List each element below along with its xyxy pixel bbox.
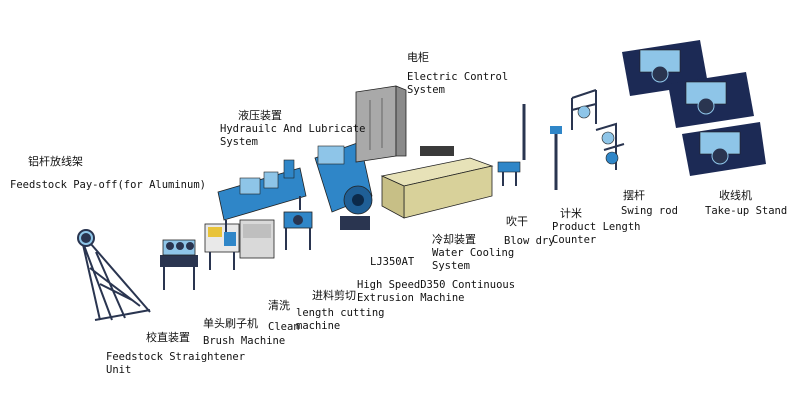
hydraulic-system [217, 159, 307, 232]
label-blow: 吹干 Blow dry [504, 214, 555, 248]
brush-label-zh: 单头刷子机 [203, 317, 258, 330]
extrusion-label-en: High SpeedD350 Continuous Extrusion Mach… [357, 279, 516, 304]
label-extrusion: LJ350AT High SpeedD350 Continuous Extrus… [357, 256, 515, 305]
straightener-label-en: Feedstock Straightener Unit [106, 351, 246, 376]
clean-label-zh: 清洗 [268, 299, 290, 312]
cooling-label-en: Water Cooling System [432, 247, 515, 272]
control-label-en: Electric Control System [407, 71, 509, 96]
blow-label-en: Blow dry [504, 235, 555, 247]
payoff-label-zh: 铝杆放线架 [28, 155, 83, 168]
counter-label-en: Product Length Counter [552, 221, 641, 246]
hydraulic-label-zh: 液压装置 [238, 109, 282, 122]
clean-label-en: Clean [268, 321, 300, 333]
payoff-stand [77, 229, 151, 321]
swing-label-zh: 摆杆 [623, 189, 645, 202]
counter-label-zh: 计米 [560, 207, 582, 220]
payoff-label-en: Feedstock Pay-off(for Aluminum) [10, 179, 206, 191]
blow-dry-unit [497, 104, 526, 186]
label-clean: 清洗 Clean [268, 298, 300, 334]
label-straightener: 校直装置 Feedstock Straightener Unit [106, 330, 245, 377]
takeup-stands [622, 40, 766, 176]
label-counter: 计米 Product Length Counter [552, 206, 641, 247]
takeup-label-en: Take-up Stand [705, 205, 788, 217]
swing-label-en: Swing rod [621, 205, 678, 217]
water-cooling-system [380, 146, 494, 219]
label-payoff: 铝杆放线架 Feedstock Pay-off(for Aluminum) [10, 154, 206, 192]
hydraulic-label-en: Hydrauilc And Lubricate System [220, 123, 366, 148]
label-takeup: 收线机 Take-up Stand [705, 188, 787, 218]
cooling-label-zh: 冷却装置 [432, 233, 476, 246]
blow-label-zh: 吹干 [506, 215, 528, 228]
swing-rod [595, 122, 625, 170]
straightener-label-zh: 校直装置 [146, 331, 190, 344]
length-counter [550, 89, 597, 190]
cutting-label-zh: 进料剪切 [312, 289, 356, 302]
control-label-zh: 电柜 [407, 51, 429, 64]
label-cooling: 冷却装置 Water Cooling System [432, 232, 514, 273]
cutting-label-en: length cutting machine [296, 307, 385, 332]
label-hydraulic: 液压装置 Hydrauilc And Lubricate System [220, 108, 365, 149]
brush-label-en: Brush Machine [203, 335, 286, 347]
clean-unit [239, 219, 275, 259]
straightener-unit [160, 239, 198, 290]
extrusion-model-label: LJ350AT [370, 256, 415, 268]
label-brush: 单头刷子机 Brush Machine [203, 316, 285, 348]
brush-machine [204, 223, 240, 270]
label-control: 电柜 Electric Control System [407, 50, 508, 97]
label-swing: 摆杆 Swing rod [621, 188, 678, 218]
electric-control-cabinet [355, 85, 407, 163]
label-cutting: 进料剪切 length cutting machine [296, 288, 385, 333]
length-cutting-machine [283, 211, 313, 250]
takeup-label-zh: 收线机 [719, 189, 752, 202]
